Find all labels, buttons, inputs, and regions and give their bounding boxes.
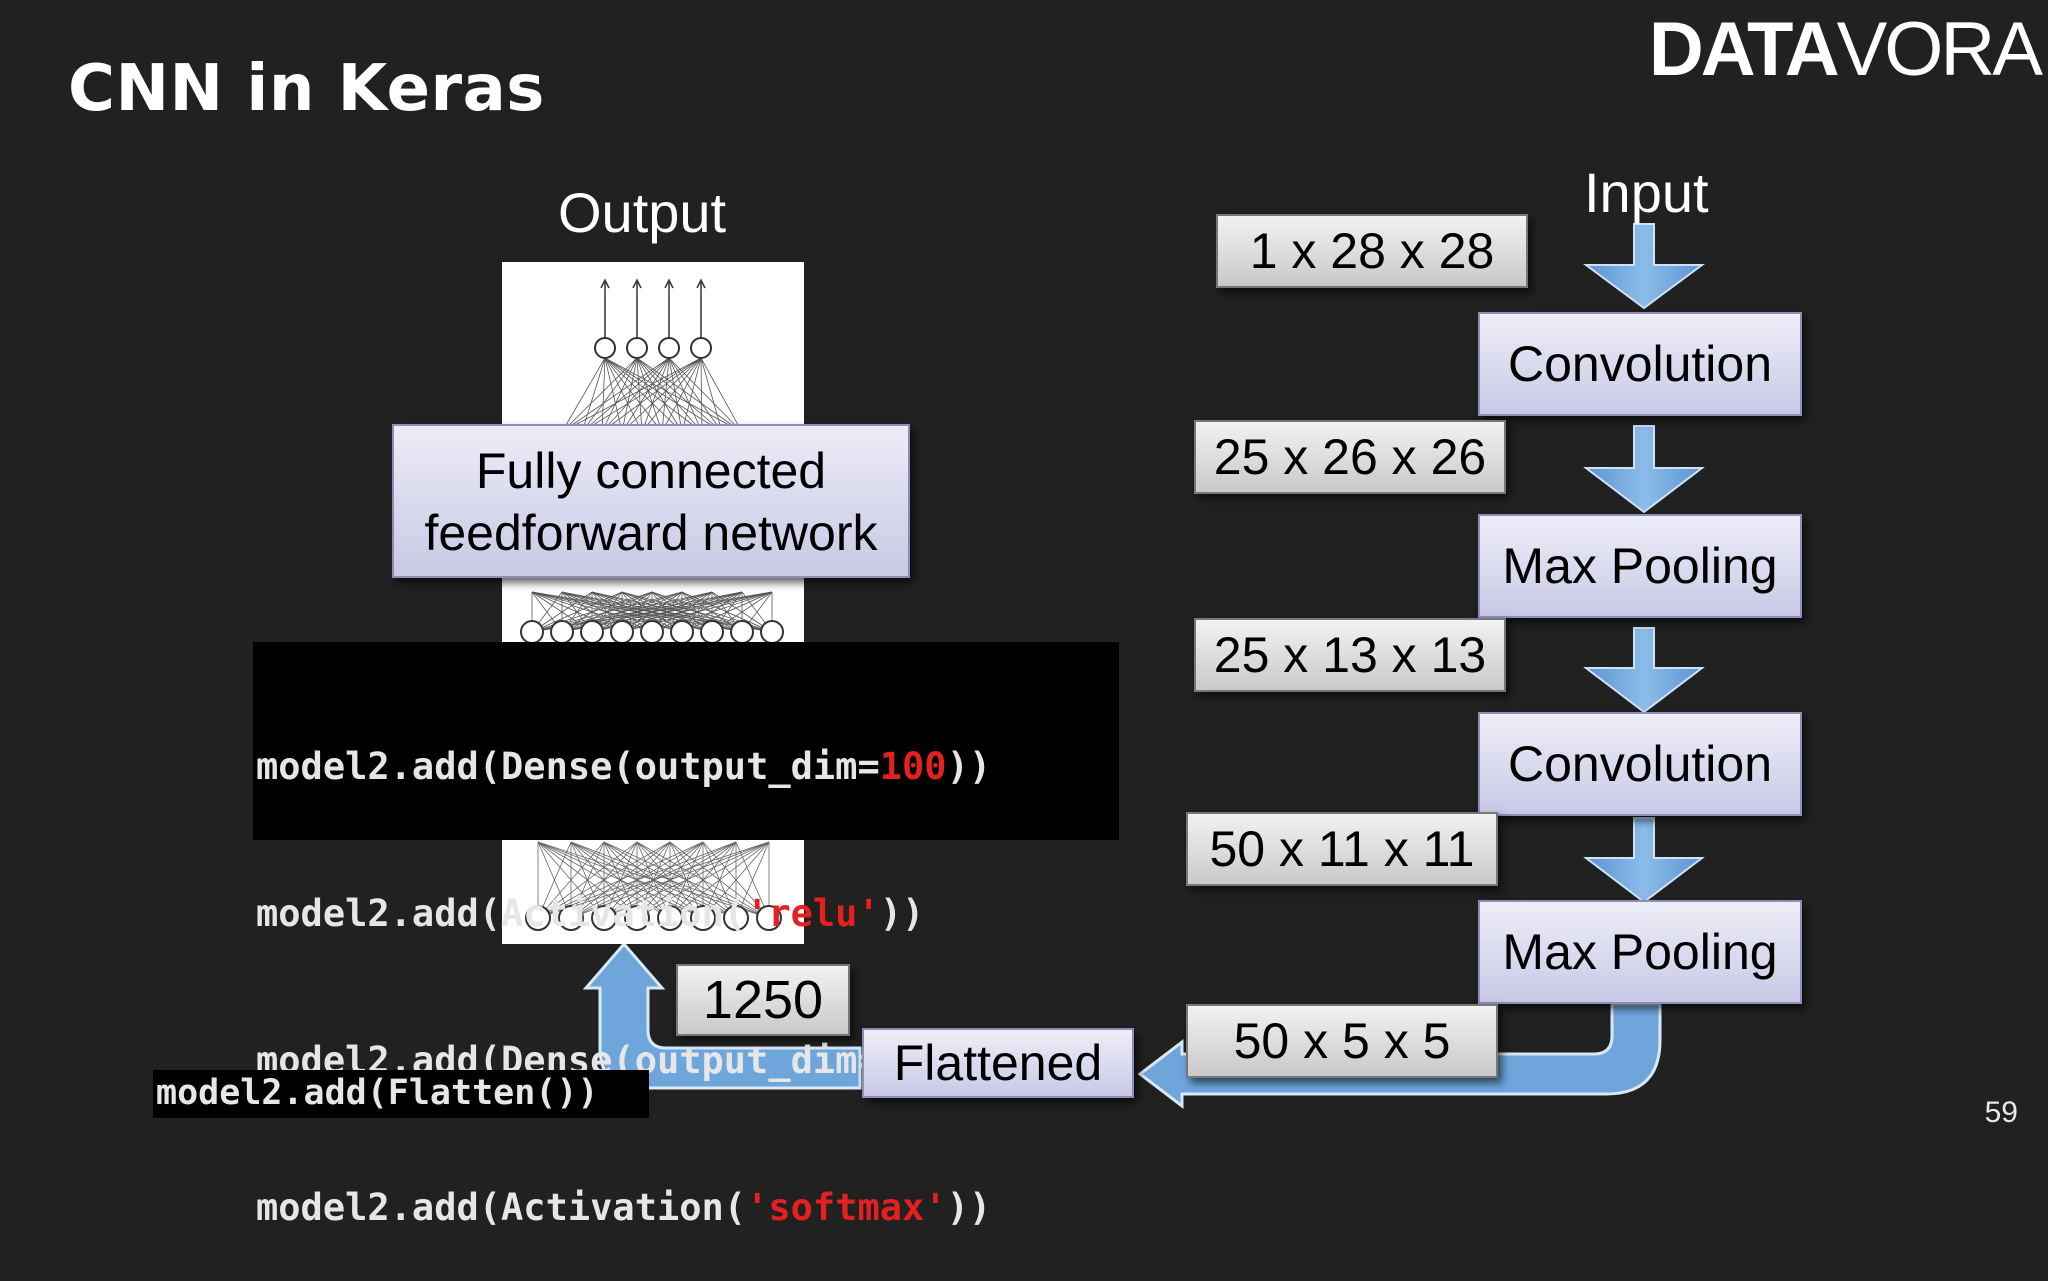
code-line: model2.add(Activation('softmax')) — [256, 1186, 992, 1229]
fully-connected-box: Fully connected feedforward network — [392, 424, 910, 578]
input-label: Input — [1584, 161, 1709, 224]
page-number: 59 — [1984, 1096, 2018, 1129]
code-line: model2.add(Dense(output_dim=100)) — [256, 745, 992, 788]
down-arrow-2 — [1583, 425, 1705, 514]
network-graph — [520, 278, 784, 931]
dim-box-pool1-output: 25 x 13 x 13 — [1194, 618, 1506, 692]
flattened-box: Flattened — [862, 1028, 1134, 1098]
dense-code-block: model2.add(Dense(output_dim=100)) model2… — [253, 642, 1119, 1229]
input-nodes — [525, 905, 782, 931]
dim-box-conv1-output: 25 x 26 x 26 — [1194, 420, 1506, 494]
fc-label-line1: Fully connected — [475, 443, 827, 499]
step-max-pooling-2: Max Pooling — [1478, 900, 1802, 1004]
output-connections — [561, 357, 743, 433]
flattened-size-box: 1250 — [676, 964, 850, 1036]
code-line: model2.add(Activation('relu')) — [256, 892, 925, 935]
down-arrow-1 — [1582, 223, 1706, 310]
fc-label-line2: feedforward network — [424, 505, 878, 561]
hidden-nodes — [520, 620, 784, 644]
step-max-pooling-1: Max Pooling — [1478, 514, 1802, 618]
logo-part-data: DATA — [1648, 7, 1840, 92]
dim-box-conv2-output: 50 x 11 x 11 — [1186, 812, 1498, 886]
down-arrow-3 — [1583, 627, 1705, 714]
dim-box-pool2-output: 50 x 5 x 5 — [1186, 1004, 1498, 1078]
slide-title: CNN in Keras — [68, 52, 545, 126]
logo-part-vora: VORA — [1836, 7, 2043, 92]
down-arrow-4 — [1583, 817, 1705, 904]
output-arrows — [600, 278, 706, 348]
datavora-logo: DATAVORA — [1648, 6, 2043, 93]
step-convolution-1: Convolution — [1478, 312, 1802, 416]
step-convolution-2: Convolution — [1478, 712, 1802, 816]
flatten-code-line: model2.add(Flatten()) — [153, 1070, 649, 1118]
output-nodes — [594, 337, 712, 359]
output-label: Output — [558, 181, 727, 244]
dim-box-input: 1 x 28 x 28 — [1216, 214, 1528, 288]
